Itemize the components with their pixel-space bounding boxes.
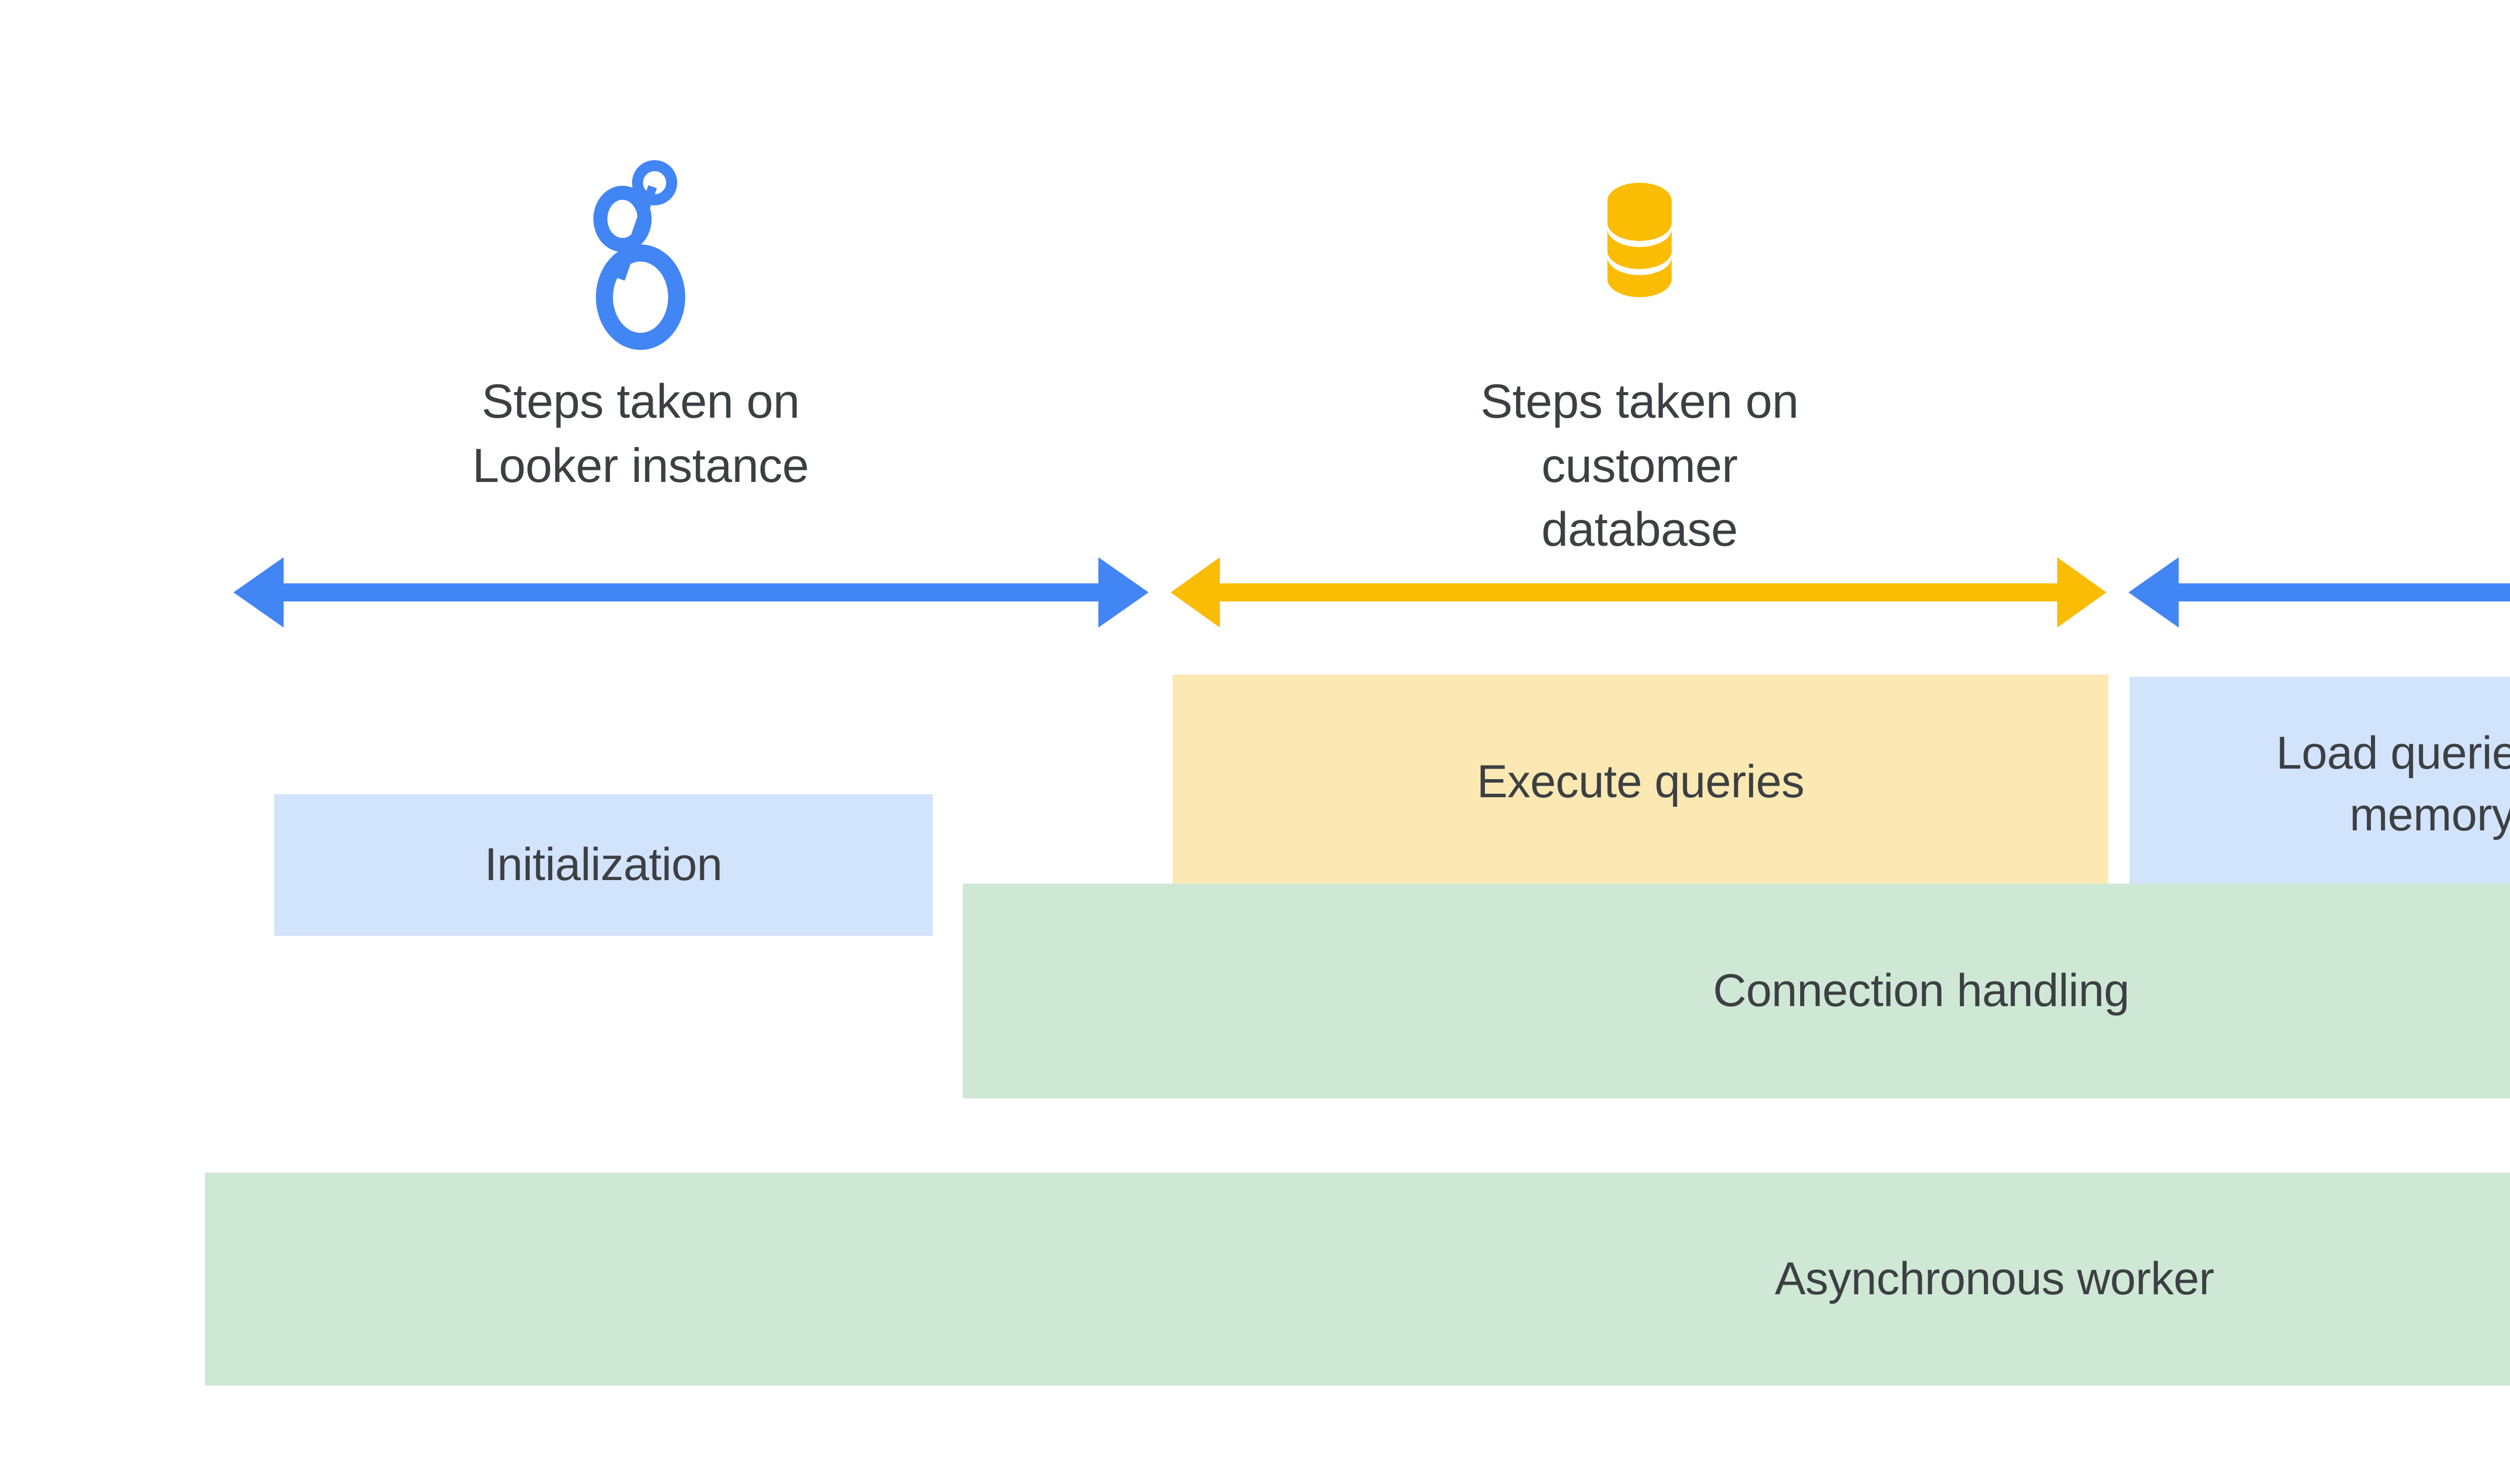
arrow-customer-database (1171, 557, 2106, 628)
box-asynchronous-worker: Asynchronous worker (205, 1173, 2510, 1386)
zone-head-database: Steps taken on customer database (1439, 151, 1840, 562)
zone-caption-looker-left: Steps taken on Looker instance (472, 375, 809, 492)
box-label: Execute queries (1476, 756, 1805, 808)
box-execute-queries: Execute queries (1173, 675, 2108, 890)
zone-caption-database: Steps taken on customer database (1480, 375, 1799, 557)
box-label: Asynchronous worker (1775, 1253, 2214, 1305)
arrow-looker-left (233, 557, 1149, 628)
zone-head-looker-left: Steps taken on Looker instance (440, 151, 841, 498)
database-icon (1439, 151, 1840, 351)
box-load-queries-in-memory: Load queries in memory (2129, 677, 2510, 892)
looker-logo-icon (440, 151, 841, 351)
box-connection-handling: Connection handling (963, 884, 2510, 1098)
box-label: Connection handling (1713, 965, 2129, 1017)
box-label: Load queries in memory (2276, 727, 2510, 840)
box-initialization: Initialization (274, 794, 933, 936)
arrow-looker-right (2128, 557, 2510, 628)
box-label: Initialization (484, 839, 722, 891)
